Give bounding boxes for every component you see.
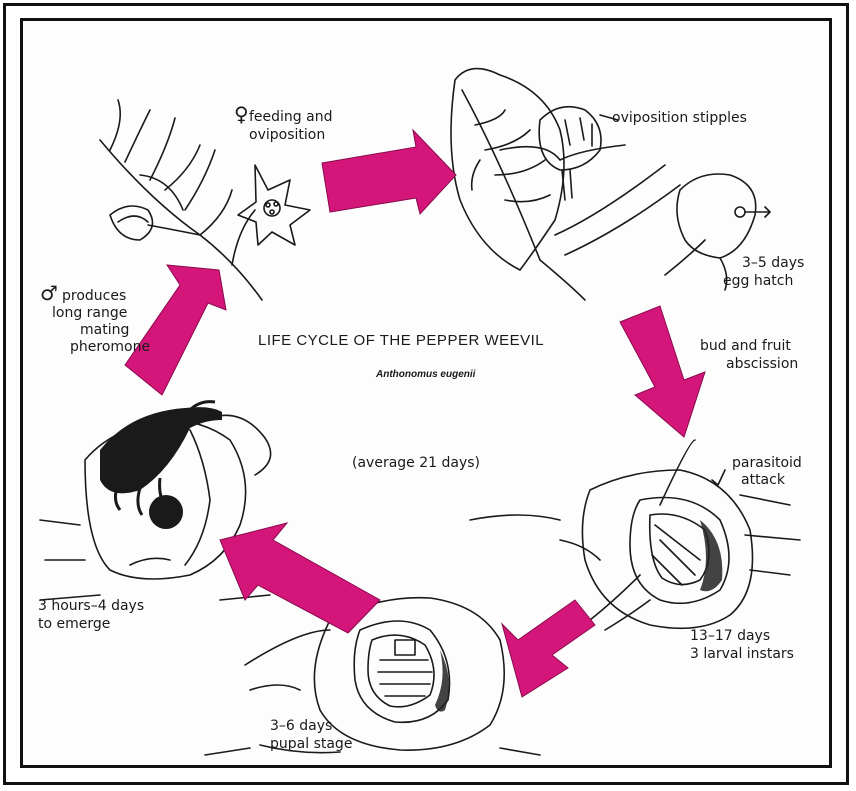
emerge-label-line2: to emerge <box>38 616 110 633</box>
diagram-title: LIFE CYCLE OF THE PEPPER WEEVIL <box>258 332 544 349</box>
egg-hatch-label-line2: egg hatch <box>723 273 793 290</box>
male-label-line1: produces <box>62 288 126 305</box>
oviposition-stipples-label: oviposition stipples <box>612 110 747 127</box>
arrow-pupa-to-weevil <box>220 523 380 633</box>
feeding-label-line2: oviposition <box>249 127 325 144</box>
male-symbol: ♂ <box>40 283 58 303</box>
male-label-line2: long range <box>52 305 127 322</box>
abscission-label-line2: abscission <box>726 356 798 373</box>
leaf-and-pepper-sketch <box>451 69 770 300</box>
male-label-line4: pheromone <box>70 339 150 356</box>
parasitoid-label-line2: attack <box>741 472 785 489</box>
larval-label-line1: 13–17 days <box>690 628 770 645</box>
arrow-weevil-to-flower <box>125 265 226 395</box>
scientific-name: Anthonomus eugenii <box>376 366 475 383</box>
pupal-label-line1: 3–6 days <box>270 718 332 735</box>
larval-label-line2: 3 larval instars <box>690 646 794 663</box>
arrow-leaf-to-fruit <box>620 306 705 437</box>
egg-hatch-label-line1: 3–5 days <box>742 255 804 272</box>
average-duration: (average 21 days) <box>352 455 480 472</box>
male-label-line3: mating <box>80 322 129 339</box>
abscission-label-line1: bud and fruit <box>700 338 791 355</box>
feeding-label-line1: feeding and <box>249 109 332 126</box>
fruit-with-pupa-sketch <box>205 598 540 755</box>
parasitoid-label-line1: parasitoid <box>732 455 802 472</box>
pupal-label-line2: pupal stage <box>270 736 352 753</box>
arrow-flower-to-leaf <box>322 130 456 214</box>
female-symbol: ♀ <box>234 104 249 124</box>
arrow-fruit-to-pupa <box>502 600 595 697</box>
emerge-label-line1: 3 hours–4 days <box>38 598 144 615</box>
